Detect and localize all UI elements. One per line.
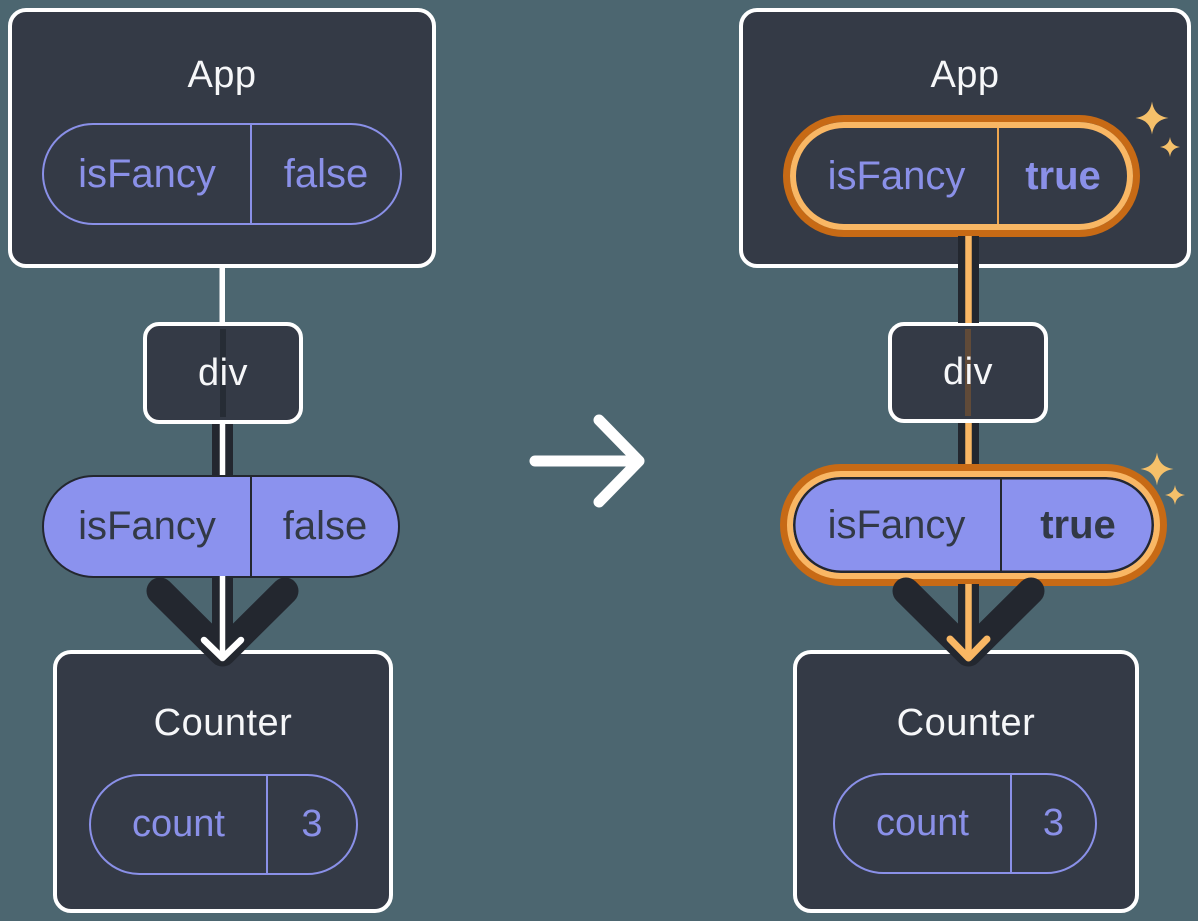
sparkle-icon xyxy=(1165,485,1185,505)
state-key-cell: isFancy xyxy=(796,128,999,224)
state-pill: count 3 xyxy=(833,773,1097,874)
prop-pill: isFancy false xyxy=(42,475,400,578)
state-pill-highlighted: isFancy true xyxy=(790,122,1133,230)
connector-hint-line xyxy=(965,329,971,416)
prop-value-cell: false xyxy=(252,477,398,576)
counter-title-text: Counter xyxy=(153,702,293,744)
state-key-cell: count xyxy=(91,776,268,873)
state-key-label: isFancy xyxy=(827,153,966,198)
div-node xyxy=(143,322,303,424)
prop-key-cell: isFancy xyxy=(793,477,1002,573)
div-node-label-wrap: div xyxy=(143,350,303,396)
connector-line xyxy=(219,420,226,478)
transition-arrow-icon xyxy=(529,414,645,508)
connector-line xyxy=(965,420,972,472)
prop-value-cell: true xyxy=(1002,477,1154,573)
state-pill: count 3 xyxy=(89,774,358,875)
connector-line xyxy=(958,584,979,648)
connector-hint-line xyxy=(220,329,226,417)
div-node-label: div xyxy=(942,351,994,393)
state-value-cell: 3 xyxy=(268,776,356,873)
prop-key-label: isFancy xyxy=(78,504,216,548)
state-value-cell: false xyxy=(252,125,400,223)
state-value-label: true xyxy=(1025,153,1101,198)
div-node xyxy=(888,322,1048,423)
state-value-label: 3 xyxy=(301,803,323,845)
connector-line xyxy=(219,264,225,326)
state-pill: isFancy false xyxy=(42,123,402,225)
state-value-cell: true xyxy=(999,128,1127,224)
component-title: Counter xyxy=(53,700,393,746)
state-key-cell: isFancy xyxy=(44,125,252,223)
connector-line xyxy=(219,576,226,656)
connector-line xyxy=(958,420,979,472)
state-value-label: 3 xyxy=(1042,802,1065,844)
component-title: App xyxy=(8,52,436,98)
counter-title-text: Counter xyxy=(896,702,1036,744)
div-node-label: div xyxy=(197,352,249,394)
pass-down-chevron xyxy=(892,577,1045,667)
state-value-cell: 3 xyxy=(1012,775,1095,872)
app-title-text: App xyxy=(187,54,257,96)
state-key-label: count xyxy=(876,802,969,844)
prop-pill-highlighted: isFancy true xyxy=(787,471,1160,579)
prop-value-label: true xyxy=(1040,502,1116,547)
div-node-label-wrap: div xyxy=(888,349,1048,395)
component-title: App xyxy=(739,52,1191,98)
connector-line xyxy=(212,420,233,478)
pass-down-chevron xyxy=(146,577,299,667)
state-key-label: isFancy xyxy=(78,151,216,196)
state-value-label: false xyxy=(283,151,369,196)
component-title: Counter xyxy=(793,700,1139,746)
prop-value-label: false xyxy=(282,504,368,548)
connector-line xyxy=(965,584,972,656)
state-key-label: count xyxy=(132,803,225,845)
connector-line xyxy=(212,576,233,648)
prop-key-cell: isFancy xyxy=(44,477,252,576)
state-key-cell: count xyxy=(835,775,1012,872)
prop-key-label: isFancy xyxy=(827,502,966,547)
app-title-text: App xyxy=(930,54,1000,96)
